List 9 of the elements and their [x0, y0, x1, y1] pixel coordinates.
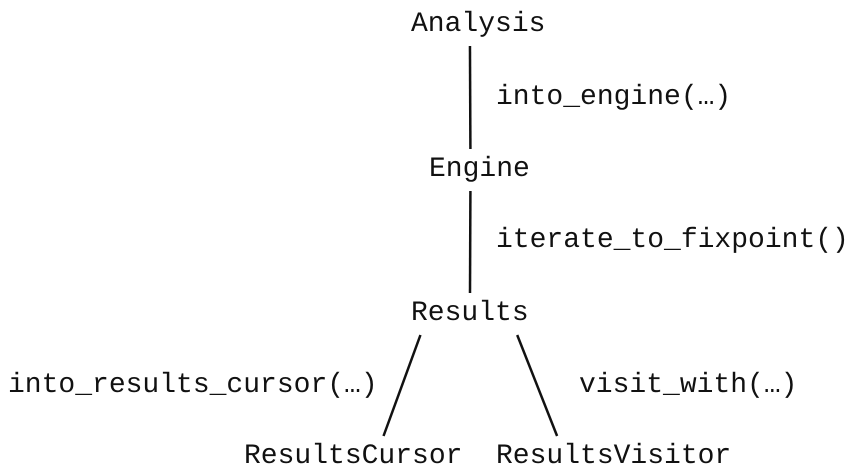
- connector-line: [468, 191, 472, 293]
- node-label: Results: [411, 297, 529, 331]
- node-label: Engine: [429, 153, 530, 187]
- connector-line: [382, 334, 422, 436]
- node-label: ResultsVisitor: [496, 440, 732, 470]
- node-label: Analysis: [411, 8, 546, 42]
- connector-line: [516, 334, 558, 436]
- connector-line: [468, 46, 472, 149]
- node-label: ResultsCursor: [244, 440, 462, 470]
